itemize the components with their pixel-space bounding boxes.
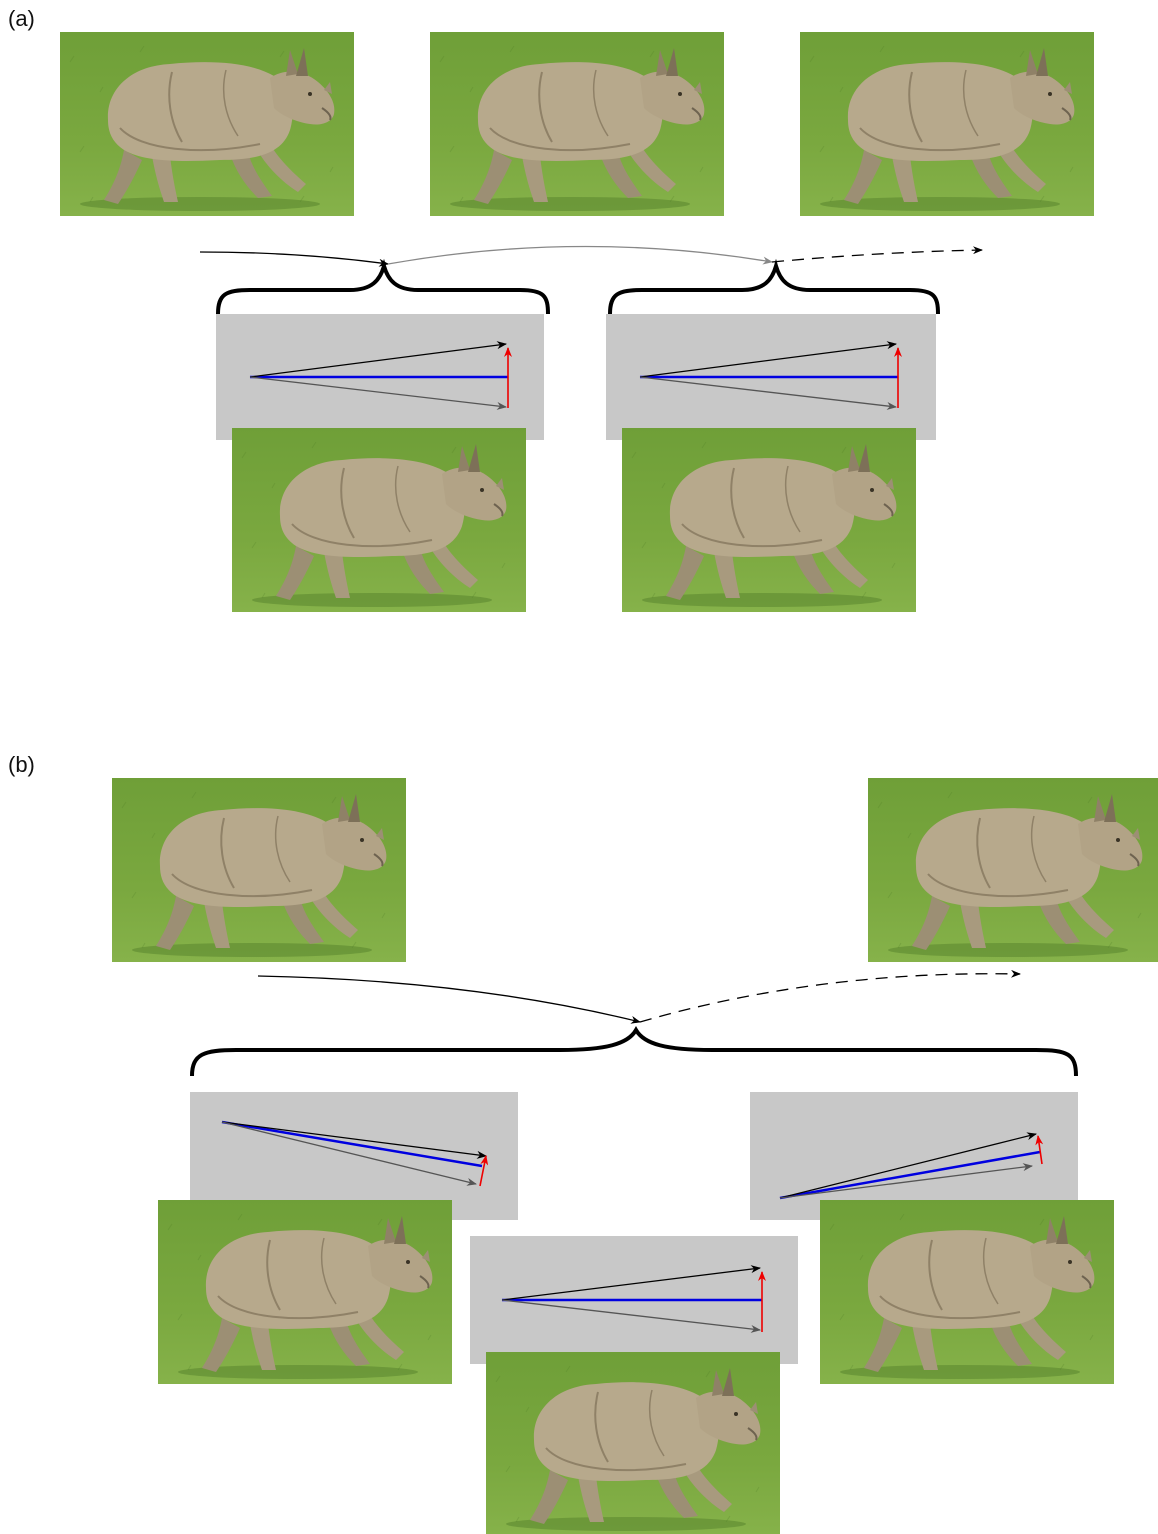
rhino-photo [799, 31, 1095, 217]
rhino-photo [621, 427, 917, 613]
panel-b-label: (b) [8, 752, 35, 777]
rhino-photo [111, 777, 407, 963]
blue-vector [221, 1120, 483, 1168]
gray-vector [221, 1121, 477, 1186]
red-vector [1035, 1135, 1044, 1165]
velocity-vector-box [190, 1092, 518, 1220]
trajectory-dashed-arrow [771, 246, 983, 263]
gray-vector [501, 1299, 761, 1333]
trajectory-arrow [199, 251, 389, 267]
black-vector [501, 1265, 761, 1301]
black-vector [249, 341, 507, 378]
trajectory-dashed-arrow [639, 969, 1021, 1023]
black-vector [779, 1132, 1037, 1199]
panel-a-label: (a) [8, 6, 35, 31]
red-vector [479, 1155, 489, 1187]
black-vector [639, 341, 897, 378]
trajectory-arrow [257, 975, 641, 1024]
rhino-photo [157, 1199, 453, 1385]
rhino-photo [867, 777, 1158, 963]
blue-vector [779, 1150, 1041, 1200]
rhino-photo [819, 1199, 1115, 1385]
rhino-photo [485, 1351, 781, 1534]
rhino-photo [59, 31, 355, 217]
trajectory-arrow [387, 245, 773, 265]
black-vector [221, 1121, 487, 1159]
curly-brace [190, 1025, 1078, 1077]
rhino-photo [231, 427, 527, 613]
rhino-photo [429, 31, 725, 217]
curly-brace [608, 258, 940, 315]
curly-brace [216, 258, 550, 315]
gray-vector [779, 1163, 1033, 1199]
gray-vector [249, 376, 507, 410]
gray-vector [639, 376, 897, 410]
